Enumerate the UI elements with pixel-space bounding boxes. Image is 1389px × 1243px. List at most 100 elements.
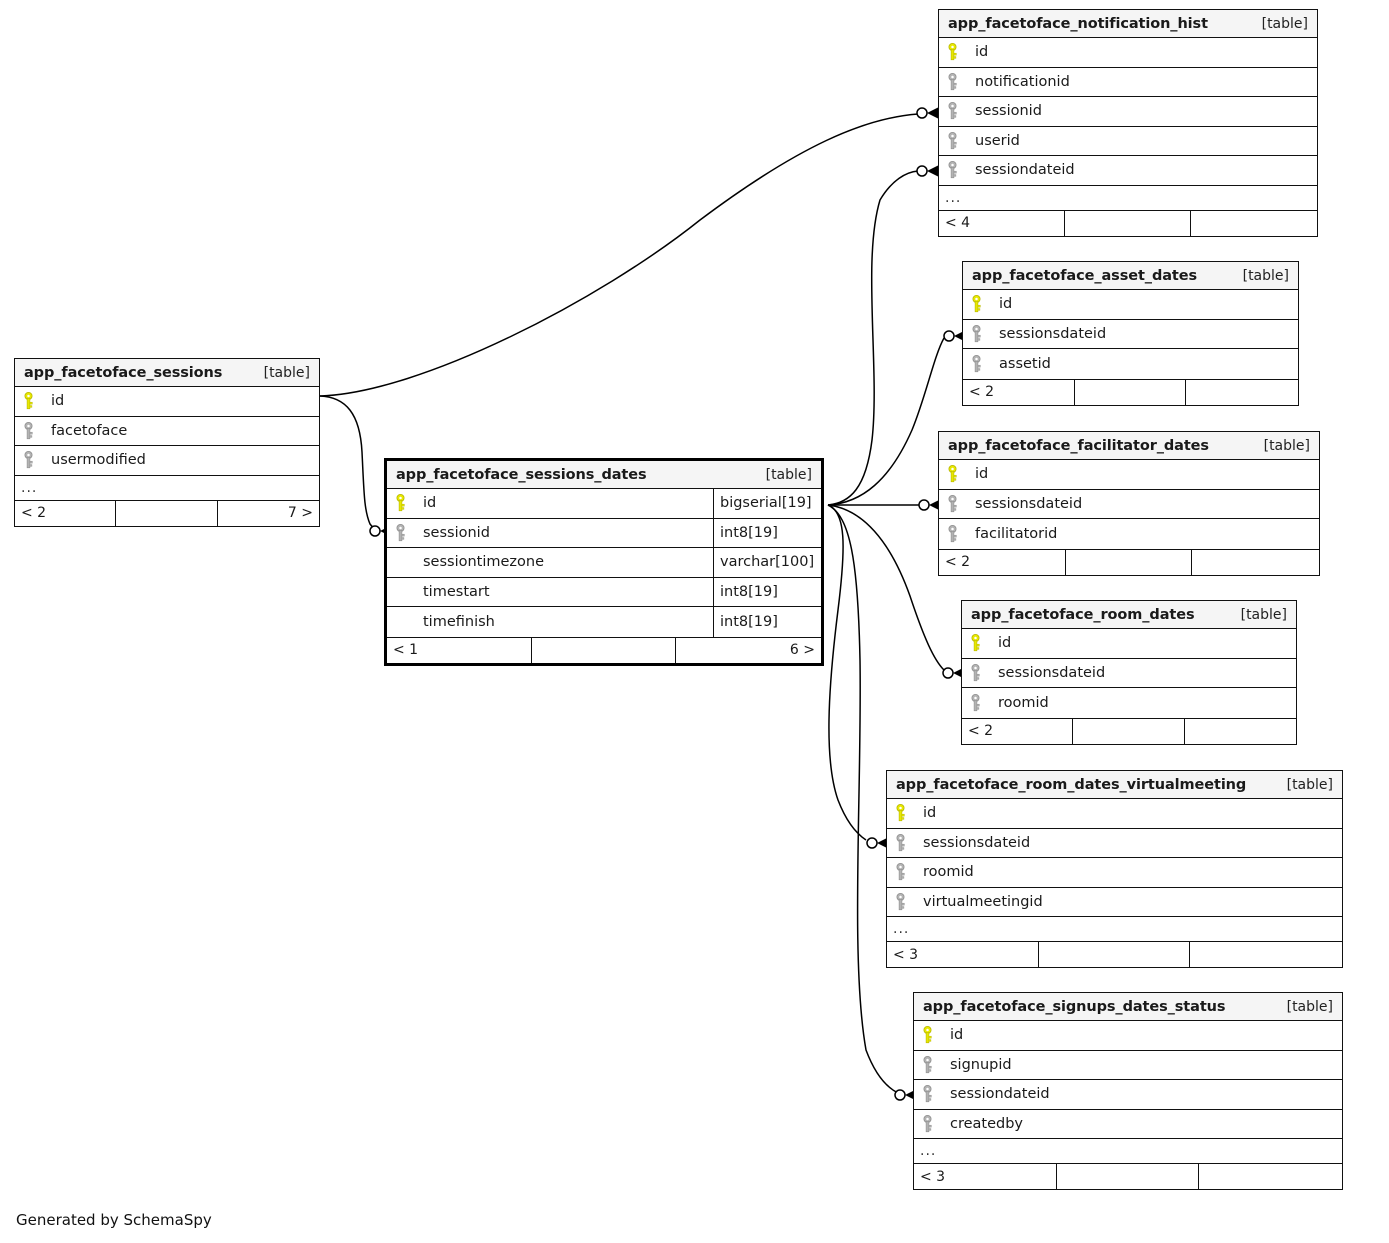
table-node-notification_hist[interactable]: app_facetoface_notification_hist[table]i… xyxy=(938,9,1318,237)
table-row[interactable]: sessionid int8[19] xyxy=(387,518,821,548)
table-node-asset_dates[interactable]: app_facetoface_asset_dates[table]id sessi… xyxy=(962,261,1299,406)
foreign-key-icon xyxy=(962,663,988,682)
table-row[interactable]: createdby xyxy=(914,1110,1342,1139)
primary-key-icon xyxy=(914,1026,940,1044)
table-row[interactable]: id xyxy=(939,460,1319,490)
table-row[interactable]: sessiondateid xyxy=(939,156,1317,186)
table-row[interactable]: id xyxy=(914,1021,1342,1051)
table-node-room_dates[interactable]: app_facetoface_room_dates[table]id sessio… xyxy=(961,600,1297,745)
column-type: int8[19] xyxy=(713,577,821,606)
column-name: id xyxy=(975,466,989,483)
table-row[interactable]: userid xyxy=(939,127,1317,156)
column-type: int8[19] xyxy=(713,607,821,637)
table-node-facilitator_dates[interactable]: app_facetoface_facilitator_dates[table]i… xyxy=(938,431,1320,576)
table-header-room_dates_virtualmeeting[interactable]: app_facetoface_room_dates_virtualmeeting… xyxy=(887,771,1342,799)
column-name: id xyxy=(923,805,937,822)
table-kind-label: [table] xyxy=(1286,776,1333,793)
table-row[interactable]: notificationid xyxy=(939,68,1317,97)
footer-middle xyxy=(1065,210,1191,236)
foreign-key-icon xyxy=(939,72,965,91)
column-name: sessiondateid xyxy=(975,162,1075,179)
table-row[interactable]: id xyxy=(939,38,1317,68)
table-header-signups_dates_status[interactable]: app_facetoface_signups_dates_status[tabl… xyxy=(914,993,1342,1021)
table-row[interactable]: signupid xyxy=(914,1051,1342,1080)
column-name: id xyxy=(999,296,1013,313)
table-row[interactable]: roomid xyxy=(887,858,1342,888)
primary-key-icon xyxy=(887,804,913,822)
table-row[interactable]: id xyxy=(963,290,1298,320)
children-count xyxy=(1192,550,1319,575)
column-name: sessionid xyxy=(423,524,490,541)
table-header-asset_dates[interactable]: app_facetoface_asset_dates[table] xyxy=(963,262,1298,290)
table-row[interactable]: sessiondateid xyxy=(914,1080,1342,1110)
parents-count: < 2 xyxy=(963,379,1075,405)
relationship-edge-sessions_dates-to-asset_dates xyxy=(827,337,945,506)
column-name: sessiontimezone xyxy=(423,554,545,571)
table-title: app_facetoface_room_dates xyxy=(971,606,1195,623)
table-row[interactable]: sessionid xyxy=(939,97,1317,127)
table-header-room_dates[interactable]: app_facetoface_room_dates[table] xyxy=(962,601,1296,629)
table-columns: id sessionsdateid assetid xyxy=(963,290,1298,379)
foreign-key-icon xyxy=(939,494,965,513)
column-name: notificationid xyxy=(975,73,1070,90)
primary-key-icon xyxy=(15,392,41,410)
table-node-signups_dates_status[interactable]: app_facetoface_signups_dates_status[tabl… xyxy=(913,992,1343,1190)
table-row[interactable]: id xyxy=(15,387,319,417)
parents-count: < 2 xyxy=(962,718,1074,744)
relationship-edge-sessions_dates-to-room_dates xyxy=(827,504,945,671)
foreign-key-icon xyxy=(962,693,988,712)
table-footer-room_dates: < 2 xyxy=(962,717,1296,744)
column-name: assetid xyxy=(999,355,1051,372)
table-columns: id sessionsdateid roomid xyxy=(962,629,1296,718)
relationship-edge-sessions-to-notification_hist xyxy=(319,113,919,397)
primary-key-icon xyxy=(939,465,965,483)
relationship-edge-sessions_dates-to-notification_hist xyxy=(827,170,919,506)
column-type: int8[19] xyxy=(713,518,821,547)
table-header-notification_hist[interactable]: app_facetoface_notification_hist[table] xyxy=(939,10,1317,38)
column-name: facetoface xyxy=(51,422,128,439)
table-row[interactable]: sessionsdateid xyxy=(962,659,1296,688)
table-row[interactable]: usermodified xyxy=(15,446,319,476)
parents-count: < 4 xyxy=(939,210,1065,236)
foreign-key-icon xyxy=(914,1085,940,1103)
table-row[interactable]: id xyxy=(887,799,1342,829)
table-row[interactable]: virtualmeetingid xyxy=(887,888,1342,917)
table-header-sessions[interactable]: app_facetoface_sessions[table] xyxy=(15,359,319,387)
more-columns-ellipsis: ... xyxy=(920,1143,937,1159)
table-footer-notification_hist: < 4 xyxy=(939,209,1317,236)
table-row[interactable]: assetid xyxy=(963,349,1298,379)
column-name: sessionsdateid xyxy=(923,834,1031,851)
table-row[interactable]: sessionsdateid xyxy=(887,829,1342,858)
table-kind-label: [table] xyxy=(263,364,310,381)
table-row[interactable]: roomid xyxy=(962,688,1296,718)
primary-key-icon xyxy=(962,634,988,652)
table-node-room_dates_virtualmeeting[interactable]: app_facetoface_room_dates_virtualmeeting… xyxy=(886,770,1343,968)
table-footer-signups_dates_status: < 3 xyxy=(914,1163,1342,1189)
table-row[interactable]: sessionsdateid xyxy=(939,490,1319,519)
table-header-facilitator_dates[interactable]: app_facetoface_facilitator_dates[table] xyxy=(939,432,1319,460)
table-row[interactable]: sessiontimezone varchar[100] xyxy=(387,548,821,578)
table-row[interactable]: facetoface xyxy=(15,417,319,446)
table-header-sessions_dates[interactable]: app_facetoface_sessions_dates[table] xyxy=(387,461,821,489)
column-name: virtualmeetingid xyxy=(923,893,1043,910)
column-name: sessionsdateid xyxy=(998,664,1106,681)
parents-count: < 3 xyxy=(887,942,1039,967)
table-kind-label: [table] xyxy=(1286,998,1333,1015)
table-footer-facilitator_dates: < 2 xyxy=(939,548,1319,575)
table-row[interactable]: sessionsdateid xyxy=(963,320,1298,349)
table-row[interactable]: facilitatorid xyxy=(939,519,1319,549)
column-type: varchar[100] xyxy=(713,548,821,577)
table-row[interactable]: id xyxy=(962,629,1296,659)
foreign-key-icon xyxy=(914,1055,940,1074)
table-node-sessions[interactable]: app_facetoface_sessions[table]id facetofa… xyxy=(14,358,320,527)
table-title: app_facetoface_facilitator_dates xyxy=(948,437,1209,454)
